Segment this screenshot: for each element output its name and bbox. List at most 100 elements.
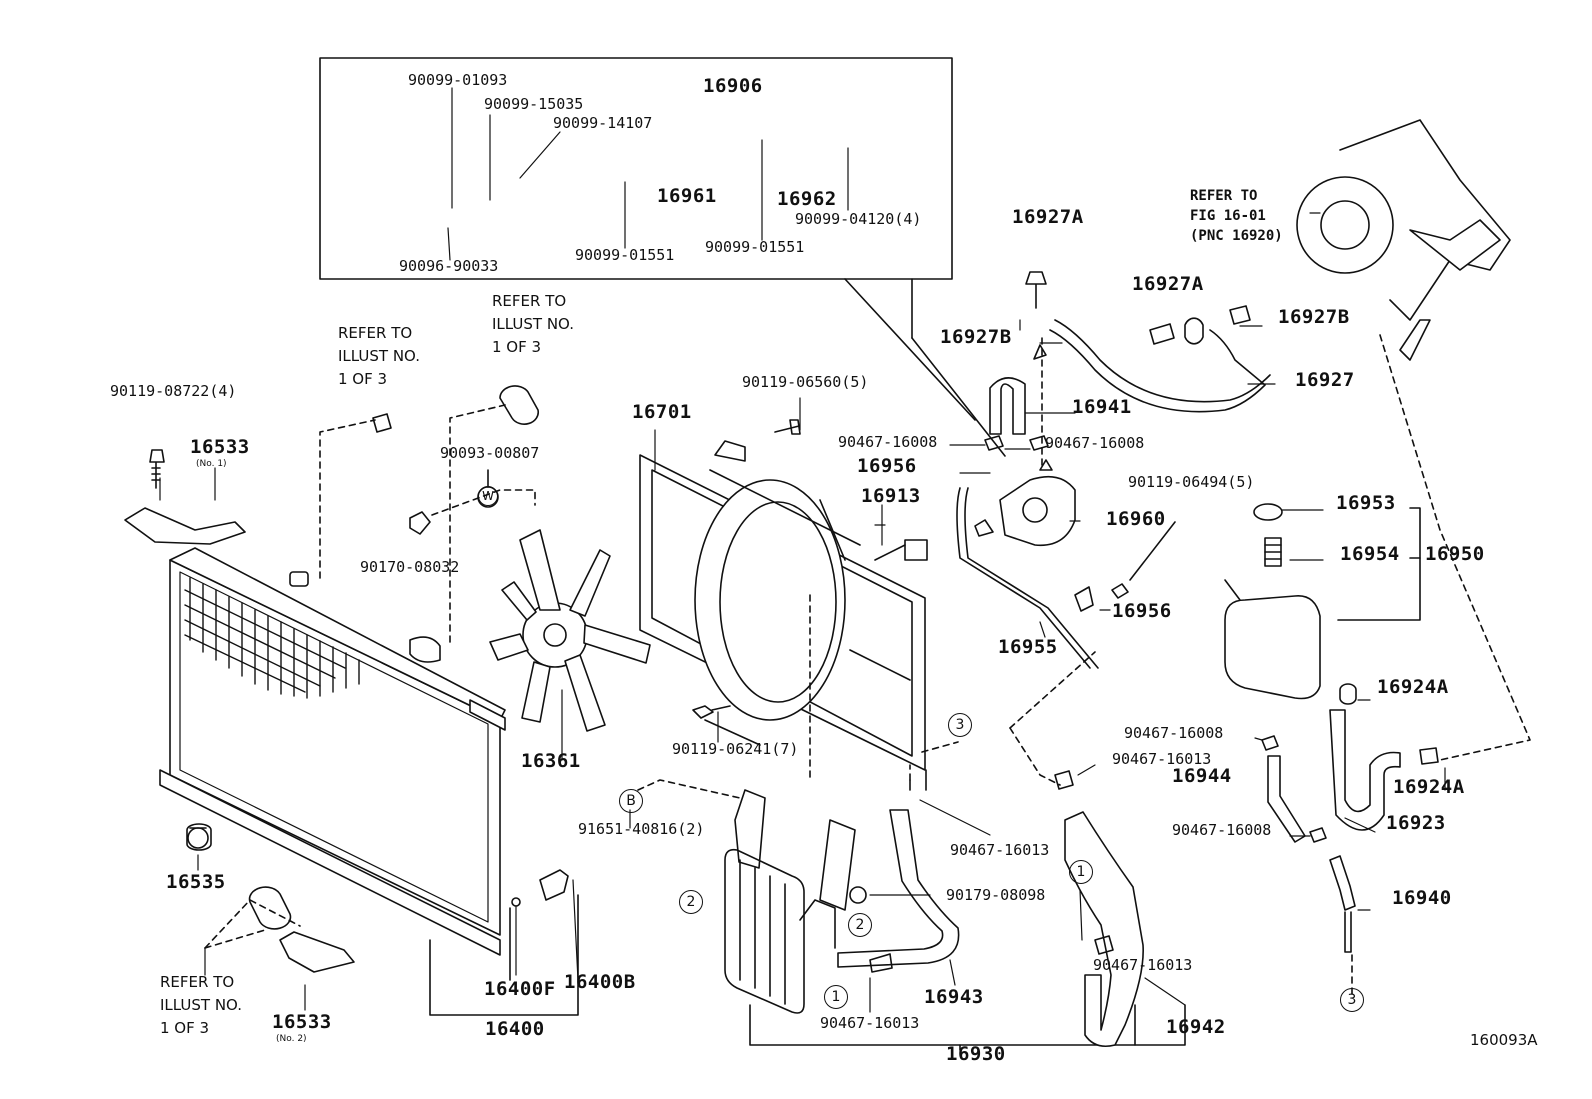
ref-circle-1-left: 1 bbox=[824, 985, 848, 1009]
part-16955: 16955 bbox=[998, 636, 1058, 658]
part-90467-16013-d: 90467-16013 bbox=[1112, 750, 1212, 768]
part-16913: 16913 bbox=[861, 485, 921, 507]
ref-circle-3-shroud: 3 bbox=[948, 713, 972, 737]
part-16400B: 16400B bbox=[564, 971, 636, 993]
part-16927: 16927 bbox=[1295, 369, 1355, 391]
part-90099-04120: 90099-04120(4) bbox=[795, 210, 922, 228]
tube-16955 bbox=[956, 487, 1091, 669]
part-16924A-b: 16924A bbox=[1393, 776, 1465, 798]
hose-16941 bbox=[989, 377, 1026, 435]
part-16950: 16950 bbox=[1425, 543, 1485, 565]
part-90179-08098: 90179-08098 bbox=[946, 886, 1046, 904]
hose-16940 bbox=[1329, 855, 1356, 953]
part-16943: 16943 bbox=[924, 986, 984, 1008]
part-90119-06494: 90119-06494(5) bbox=[1128, 473, 1255, 491]
part-16533-no1: 16533 bbox=[190, 436, 250, 458]
bracket-16956 bbox=[1074, 586, 1094, 612]
ref-circle-b: B bbox=[619, 789, 643, 813]
part-90099-01551-b: 90099-01551 bbox=[705, 238, 805, 256]
part-90467-16008-a: 90467-16008 bbox=[838, 433, 938, 451]
part-16400F: 16400F bbox=[484, 978, 556, 1000]
part-90099-15035: 90099-15035 bbox=[484, 95, 584, 113]
part-90119-06241: 90119-06241(7) bbox=[672, 740, 799, 758]
part-16956-a: 16956 bbox=[857, 455, 917, 477]
part-90467-16008-b: 90467-16008 bbox=[1045, 434, 1145, 452]
hose-16942 bbox=[1064, 811, 1144, 1048]
part-90467-16008-c: 90467-16008 bbox=[1124, 724, 1224, 742]
part-90467-16013-a: 90467-16013 bbox=[820, 1014, 920, 1032]
cap-16535 bbox=[186, 823, 212, 851]
hose-16944 bbox=[1267, 755, 1306, 843]
engine-pump-drawing bbox=[1296, 119, 1511, 361]
part-91651-40816: 91651-40816(2) bbox=[578, 820, 705, 838]
bolt-drawing bbox=[1111, 583, 1129, 599]
part-90170-08032: 90170-08032 bbox=[360, 558, 460, 576]
part-90119-06560: 90119-06560(5) bbox=[742, 373, 869, 391]
reservoir-drawing bbox=[1224, 503, 1321, 700]
part-16533-no2: 16533 bbox=[272, 1011, 332, 1033]
drain-plug-drawing bbox=[539, 869, 569, 901]
part-16954: 16954 bbox=[1340, 543, 1400, 565]
part-16361: 16361 bbox=[521, 750, 581, 772]
leader-line bbox=[911, 337, 1006, 457]
part-16962: 16962 bbox=[777, 188, 837, 210]
hose-drawing bbox=[248, 886, 292, 930]
leader-line bbox=[844, 278, 976, 421]
fan-drawing bbox=[489, 529, 651, 732]
bracket-16533-no2 bbox=[279, 931, 355, 973]
part-90096-90033: 90096-90033 bbox=[399, 257, 499, 275]
note-refer-fig: REFER TO FIG 16-01 (PNC 16920) bbox=[1190, 188, 1283, 244]
part-16927A-right: 16927A bbox=[1132, 273, 1204, 295]
part-16944: 16944 bbox=[1172, 765, 1232, 787]
part-90467-16008-d: 90467-16008 bbox=[1172, 821, 1272, 839]
part-16927B-left: 16927B bbox=[940, 326, 1012, 348]
part-90099-01093: 90099-01093 bbox=[408, 71, 508, 89]
plug-drawing bbox=[409, 511, 431, 535]
bolt-drawing bbox=[692, 705, 731, 719]
figure-id: 160093A bbox=[1470, 1031, 1538, 1049]
part-16942: 16942 bbox=[1166, 1016, 1226, 1038]
radiator-drawing bbox=[159, 547, 506, 956]
part-16956-b: 16956 bbox=[1112, 600, 1172, 622]
ref-circle-w: W bbox=[478, 486, 498, 506]
part-90467-16013-c: 90467-16013 bbox=[1093, 956, 1193, 974]
hose-drawing bbox=[372, 413, 392, 433]
part-90119-08722: 90119-08722(4) bbox=[110, 382, 237, 400]
part-16941: 16941 bbox=[1072, 396, 1132, 418]
part-16940: 16940 bbox=[1392, 887, 1452, 909]
part-16927B-right: 16927B bbox=[1278, 306, 1350, 328]
part-16535: 16535 bbox=[166, 871, 226, 893]
ref-circle-2-left: 2 bbox=[679, 890, 703, 914]
part-90467-16013-b: 90467-16013 bbox=[950, 841, 1050, 859]
inset-frame bbox=[319, 57, 953, 280]
part-16930: 16930 bbox=[946, 1043, 1006, 1065]
part-16960: 16960 bbox=[1106, 508, 1166, 530]
bolt-16927a-top bbox=[1025, 271, 1047, 309]
bolt-drawing bbox=[149, 449, 165, 489]
note-refer-illust-bottom: REFER TO ILLUST NO. 1 OF 3 bbox=[160, 973, 243, 1037]
part-90099-14107: 90099-14107 bbox=[553, 114, 653, 132]
hose-16943 bbox=[837, 809, 960, 968]
part-16927A-top: 16927A bbox=[1012, 206, 1084, 228]
part-90093-00807: 90093-00807 bbox=[440, 444, 540, 462]
note-refer-illust-left: REFER TO ILLUST NO. 1 OF 3 bbox=[338, 324, 421, 388]
part-16906: 16906 bbox=[703, 75, 763, 97]
part-16701: 16701 bbox=[632, 401, 692, 423]
pump-drawing bbox=[974, 459, 1076, 547]
bolt-drawing bbox=[774, 419, 801, 435]
shroud-drawing bbox=[639, 440, 928, 771]
part-16923: 16923 bbox=[1386, 812, 1446, 834]
oil-cooler-drawing bbox=[724, 789, 856, 1014]
ref-circle-3-bottom: 3 bbox=[1340, 988, 1364, 1012]
part-16953: 16953 bbox=[1336, 492, 1396, 514]
part-16961: 16961 bbox=[657, 185, 717, 207]
ref-circle-1-right: 1 bbox=[1069, 860, 1093, 884]
pipe-16927 bbox=[1049, 329, 1266, 413]
hose-drawing bbox=[499, 385, 540, 425]
part-16533-no1-sub: (No. 1) bbox=[196, 459, 227, 469]
part-16533-no2-sub: (No. 2) bbox=[276, 1034, 307, 1044]
note-refer-illust-top: REFER TO ILLUST NO. 1 OF 3 bbox=[492, 292, 575, 356]
part-16924A-a: 16924A bbox=[1377, 676, 1449, 698]
